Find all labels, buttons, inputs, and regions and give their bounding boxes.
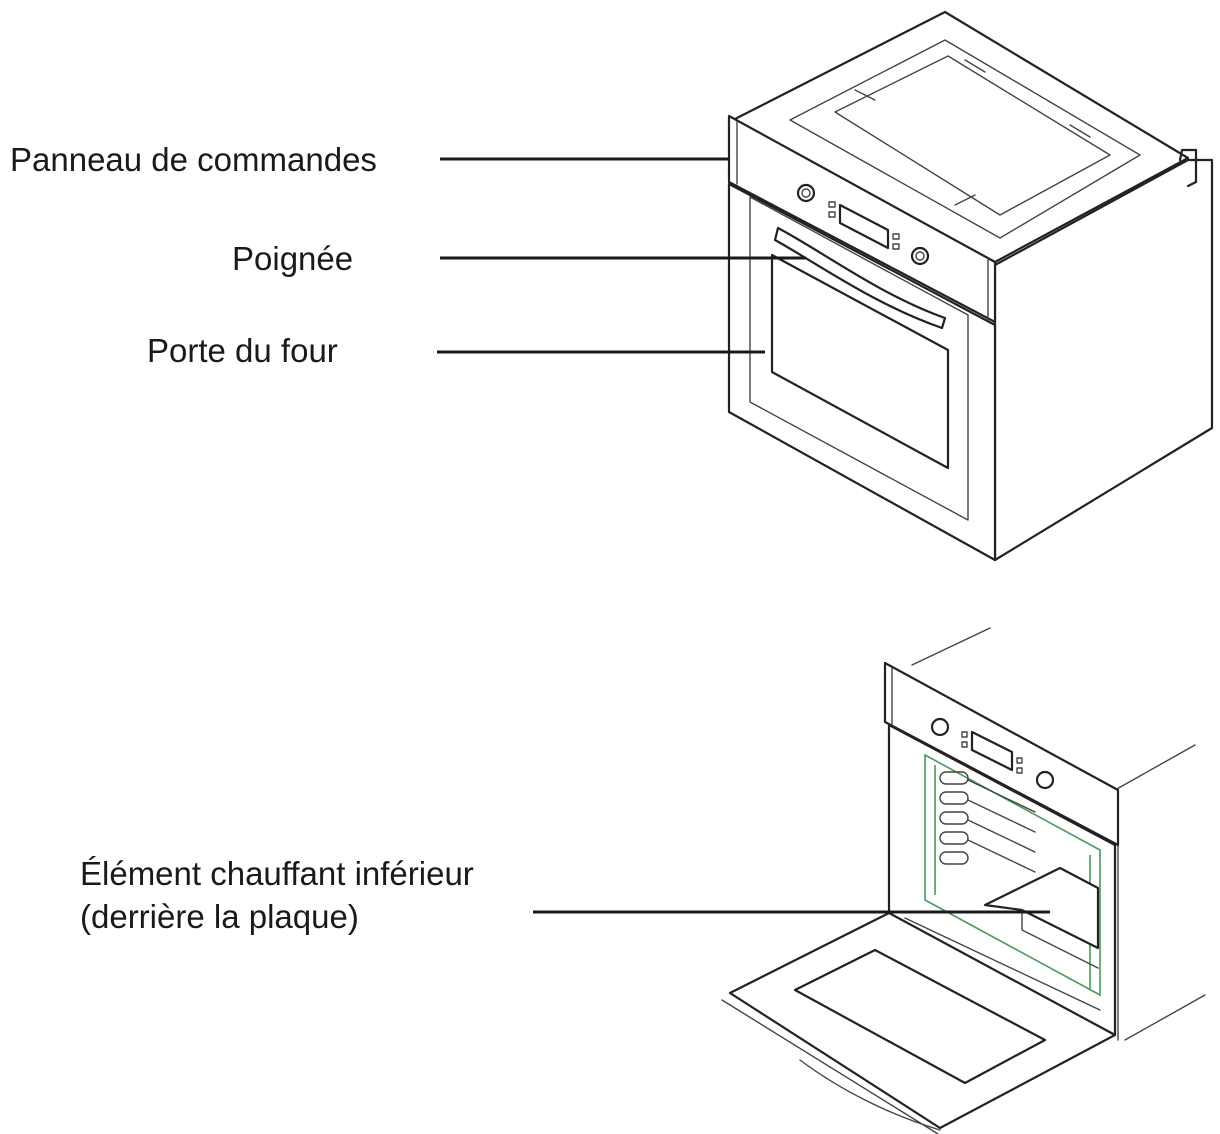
open-oven-control-panel	[883, 661, 1120, 847]
oven-door-open	[728, 911, 1117, 1130]
display-icon	[838, 203, 890, 250]
oven-tray	[983, 866, 1100, 950]
label-bottom-element-line1: Élément chauffant inférieur	[80, 855, 474, 892]
oven-cavity	[924, 753, 1101, 997]
open-door-window	[793, 948, 1047, 1085]
door-window	[770, 253, 950, 470]
label-oven-door: Porte du four	[147, 332, 338, 369]
label-handle: Poignée	[232, 240, 353, 277]
door-handle-icon	[773, 226, 947, 330]
knob-left-icon	[796, 183, 816, 203]
open-knob-right-icon	[1035, 770, 1055, 790]
label-control-panel: Panneau de commandes	[10, 141, 377, 178]
open-display-icon	[970, 730, 1014, 772]
knob-right-icon	[910, 246, 930, 266]
oven-closed	[727, 10, 1214, 562]
oven-open	[721, 627, 1206, 1134]
label-bottom-element-line2: (derrière la plaque)	[80, 898, 359, 935]
rack-guides	[939, 771, 1036, 873]
oven-door-closed	[727, 182, 997, 562]
open-knob-left-icon	[930, 717, 950, 737]
